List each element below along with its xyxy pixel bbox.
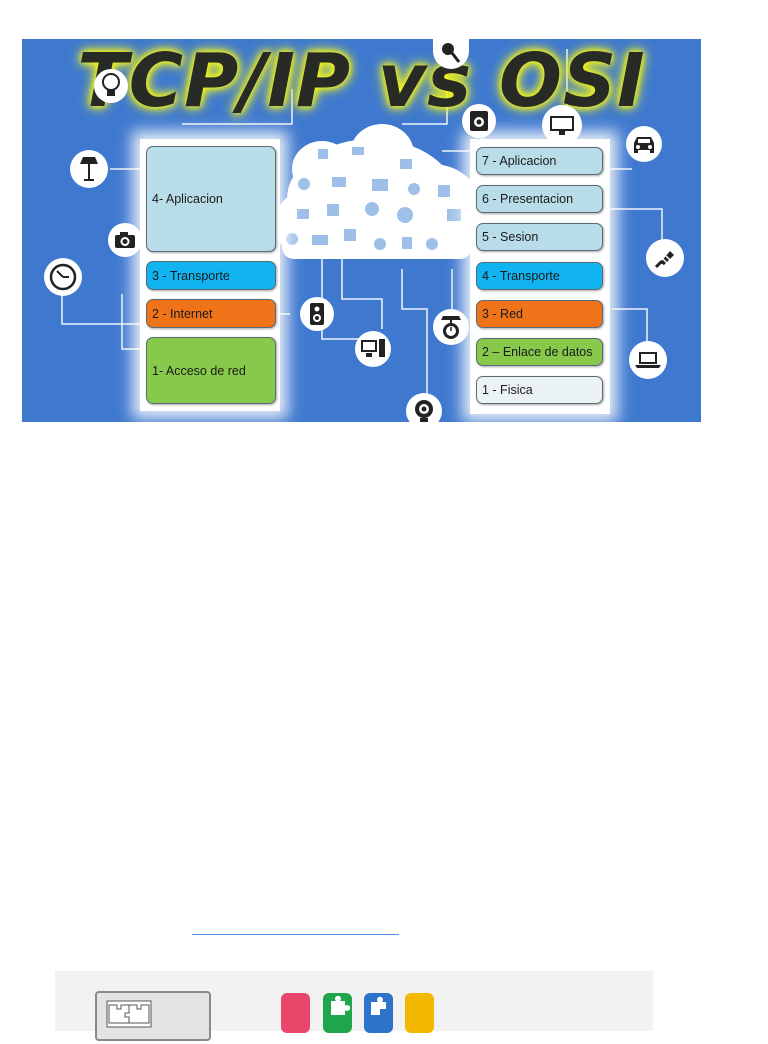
layer-label: 1- Acceso de red — [152, 363, 246, 378]
washing-machine-icon — [462, 104, 496, 138]
camera-icon — [108, 223, 142, 257]
layer-label: 4- Aplicacion — [152, 192, 223, 206]
layer-label: 3 - Transporte — [152, 268, 230, 283]
osi-layer-network: 3 - Red — [476, 300, 603, 328]
pink-puzzle-button[interactable] — [281, 993, 310, 1033]
network-background — [61, 49, 663, 394]
desktop-icon — [355, 331, 391, 367]
puzzle-piece-icon — [371, 996, 386, 1015]
layer-label: 4 - Transporte — [482, 269, 560, 283]
osi-layer-application: 7 - Aplicacion — [476, 147, 603, 175]
layer-label: 2 – Enlace de datos — [482, 345, 593, 359]
layer-label: 2 - Internet — [152, 306, 213, 321]
osi-layer-transport: 4 - Transporte — [476, 262, 603, 290]
layer-label: 6 - Presentacion — [482, 192, 574, 206]
tcpip-layer-network-access: 1- Acceso de red — [146, 337, 276, 404]
tcpip-layer-application: 4- Aplicacion — [146, 146, 276, 252]
layer-label: 3 - Red — [482, 307, 523, 321]
puzzle-thumbnail[interactable] — [95, 991, 211, 1041]
osi-layer-session: 5 - Sesion — [476, 223, 603, 251]
link-underline — [192, 934, 399, 935]
laptop-icon — [629, 341, 667, 379]
floor-lamp-icon — [70, 150, 108, 188]
kitchen-scale-icon — [433, 309, 469, 345]
bottom-toolbar — [55, 971, 653, 1041]
cloud-icon — [274, 124, 482, 259]
microphone-icon — [433, 39, 469, 69]
green-puzzle-button[interactable] — [323, 993, 352, 1033]
tcpip-vs-osi-figure: TCP/IP vs OSI 4- Aplicacion 3 - Transpor… — [22, 39, 701, 422]
webcam-icon — [406, 393, 442, 422]
speaker-icon — [300, 297, 334, 331]
osi-layer-physical: 1 - Fisica — [476, 376, 603, 404]
layer-label: 7 - Aplicacion — [482, 154, 557, 168]
puzzle-icon — [106, 1000, 152, 1028]
yellow-puzzle-button[interactable] — [405, 993, 434, 1033]
osi-layer-presentation: 6 - Presentacion — [476, 185, 603, 213]
layer-label: 5 - Sesion — [482, 230, 539, 244]
monitor-icon — [542, 105, 582, 145]
clock-icon — [44, 258, 82, 296]
blue-puzzle-button[interactable] — [364, 993, 393, 1033]
tcpip-layer-internet: 2 - Internet — [146, 299, 276, 328]
car-icon — [626, 126, 662, 162]
layer-label: 1 - Fisica — [482, 383, 533, 397]
osi-layer-data-link: 2 – Enlace de datos — [476, 338, 603, 366]
puzzle-piece-icon — [331, 995, 351, 1015]
bulb-icon — [94, 69, 128, 103]
drill-icon — [646, 239, 684, 277]
tcpip-layer-transport: 3 - Transporte — [146, 261, 276, 290]
